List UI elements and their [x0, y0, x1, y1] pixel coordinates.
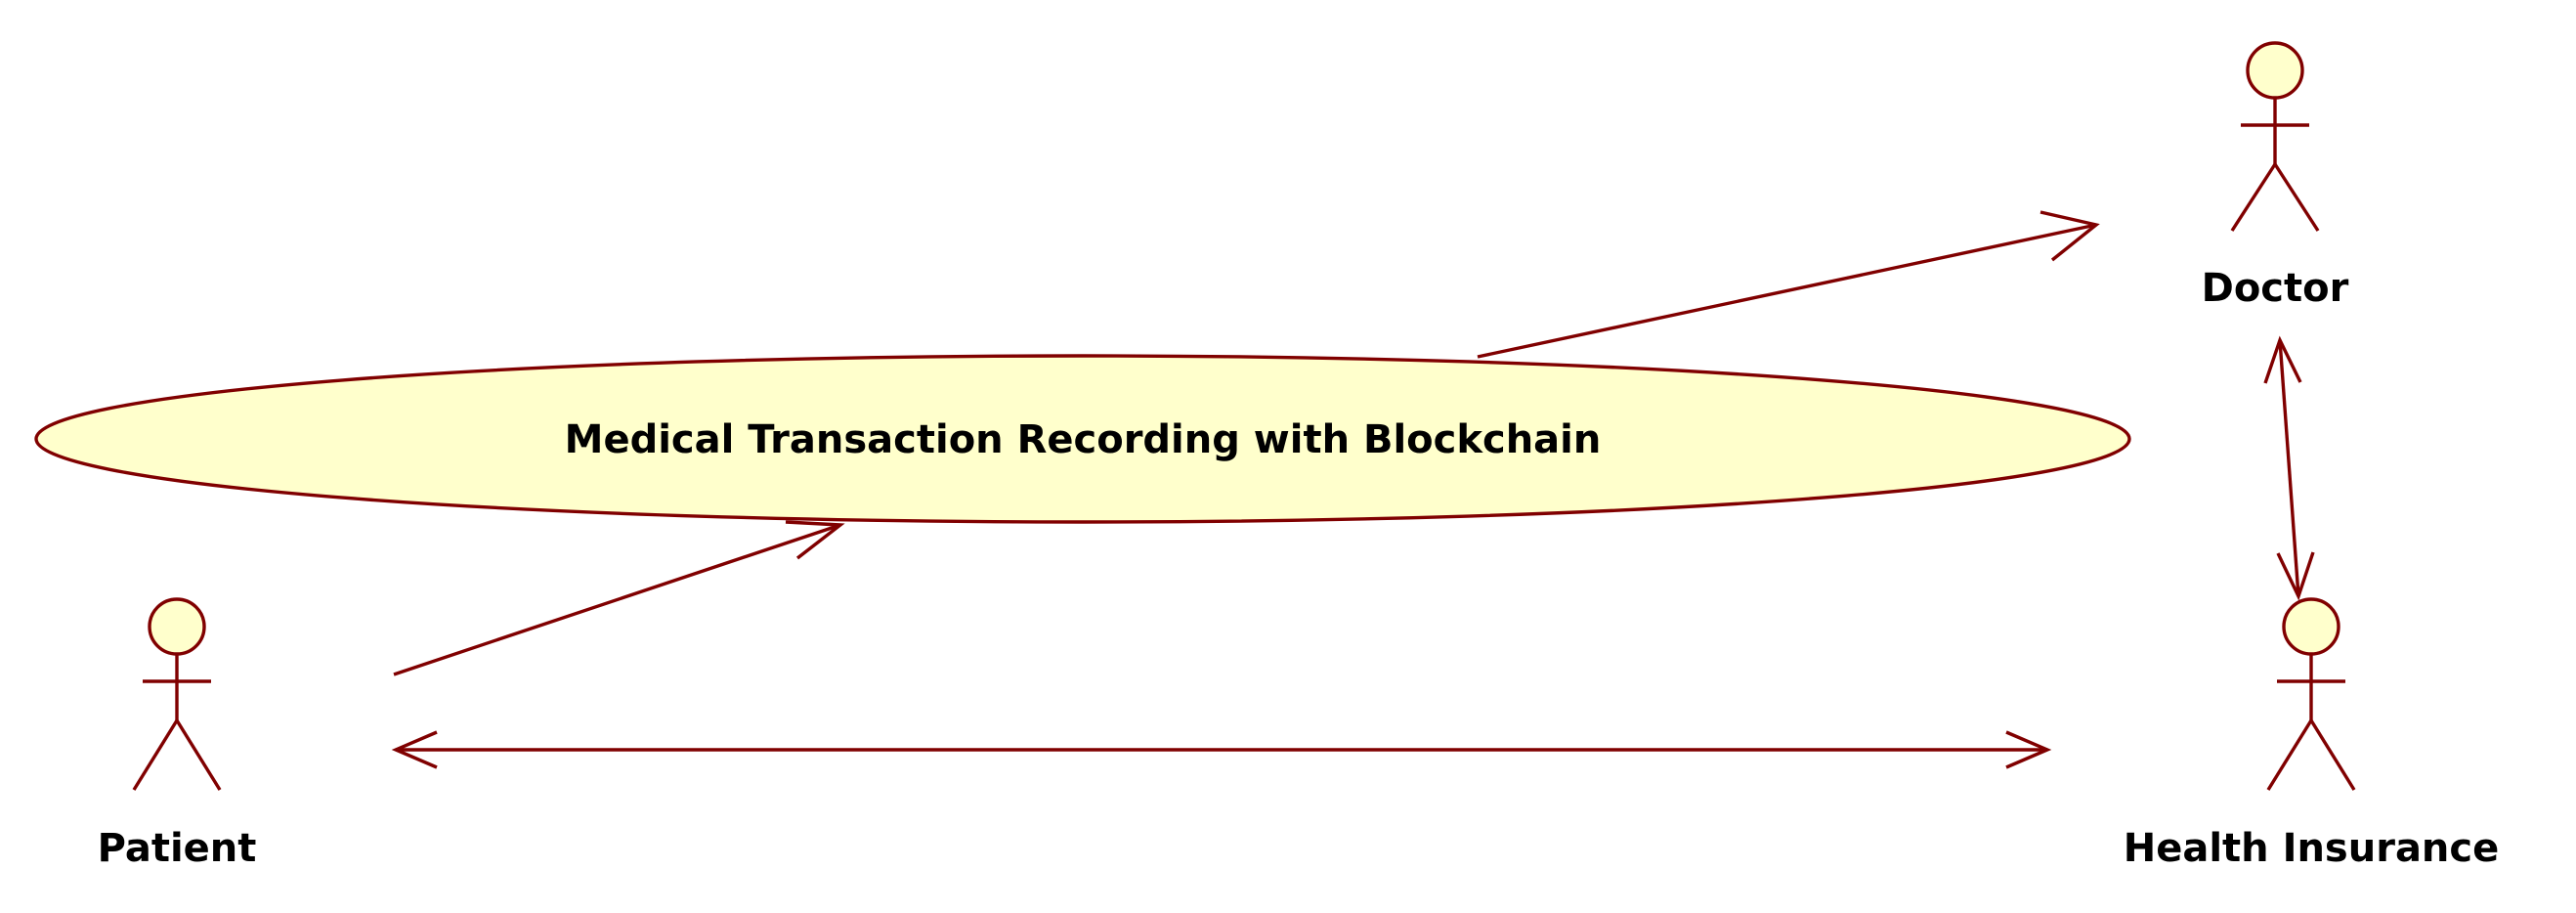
- open-arrowhead-icon: [2276, 551, 2315, 601]
- association-patient-insurance: [391, 730, 2052, 769]
- use-case-ellipse[interactable]: [34, 354, 2131, 524]
- actor-label: Doctor: [2202, 266, 2349, 311]
- actor-patient[interactable]: Patient: [98, 597, 257, 871]
- actor-doctor[interactable]: Doctor: [2202, 41, 2349, 311]
- actor-label: Health Insurance: [2124, 826, 2500, 871]
- open-arrowhead-icon: [2263, 335, 2302, 384]
- actor-label: Patient: [98, 826, 257, 871]
- actor-stick-figure-icon: [2266, 597, 2356, 791]
- association-line: [1477, 223, 2097, 359]
- association-patient-usecase: [393, 520, 845, 676]
- association-line: [393, 523, 841, 676]
- actor-health-insurance[interactable]: Health Insurance: [2124, 597, 2500, 871]
- association-line: [2278, 339, 2300, 597]
- open-arrowhead-icon: [2005, 730, 2052, 769]
- association-usecase-doctor: [1477, 210, 2100, 359]
- use-case-label: Medical Transaction Recording with Block…: [565, 417, 1602, 462]
- use-case-medical-transaction[interactable]: Medical Transaction Recording with Block…: [34, 354, 2131, 524]
- actor-stick-figure-icon: [132, 597, 222, 791]
- open-arrowhead-icon: [391, 730, 438, 769]
- actor-stick-figure-icon: [2230, 41, 2320, 232]
- open-arrowhead-icon: [785, 520, 845, 560]
- open-arrowhead-icon: [2039, 210, 2100, 262]
- association-doctor-insurance: [2263, 335, 2315, 601]
